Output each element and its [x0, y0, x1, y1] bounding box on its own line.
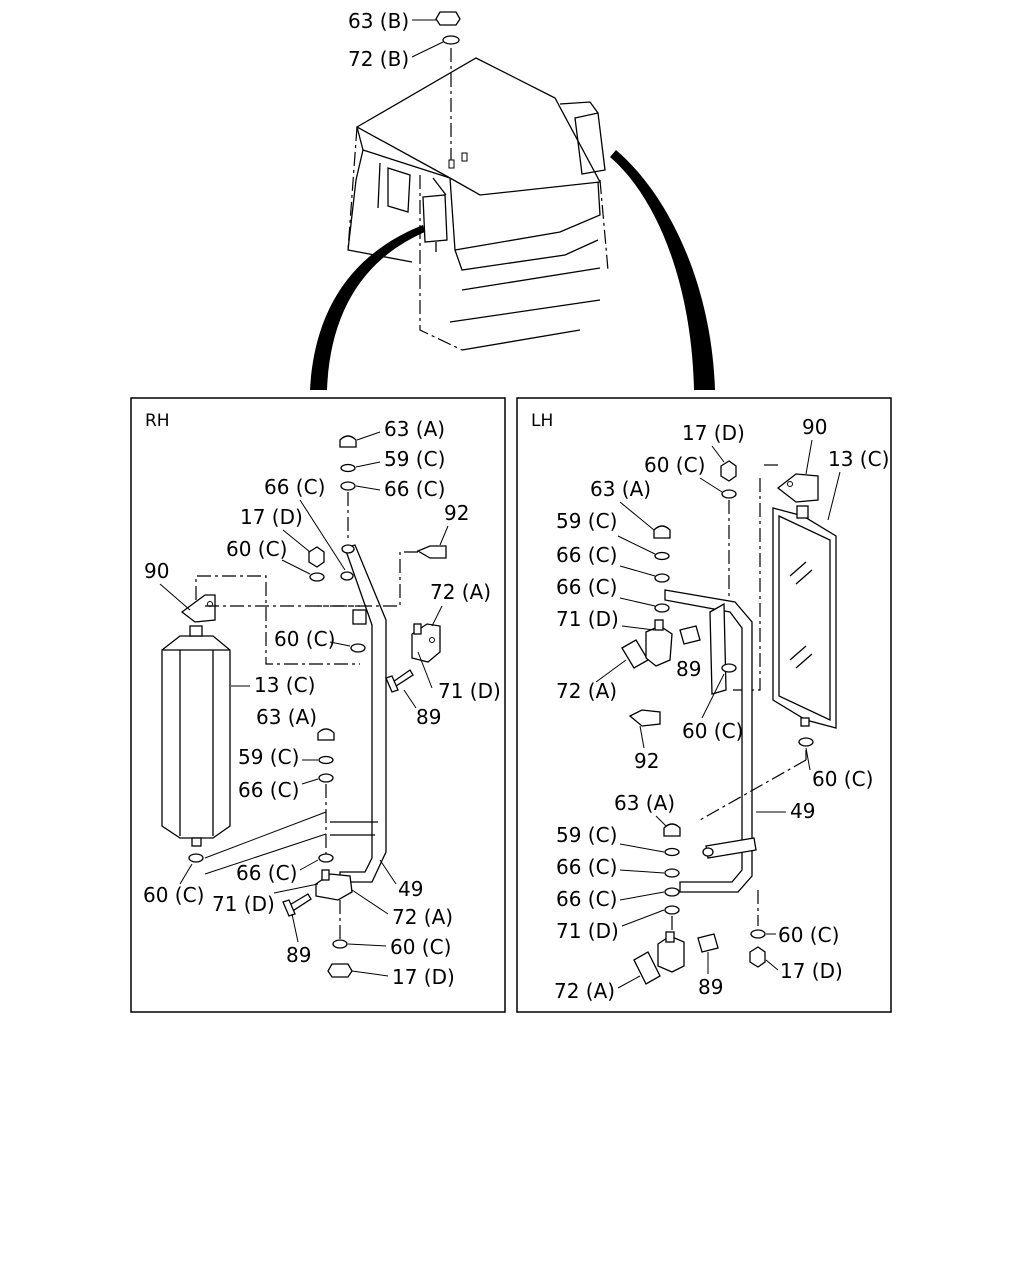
lh-label-13c: 13 (C)	[828, 447, 889, 471]
rh-label-66c-top-right: 66 (C)	[384, 477, 445, 501]
lh-label-59c-bot: 59 (C)	[556, 823, 617, 847]
rh-label-60c-top: 60 (C)	[226, 537, 287, 561]
lh-label-66c-top1: 66 (C)	[556, 543, 617, 567]
rh-label-63a-bot: 63 (A)	[256, 705, 317, 729]
rh-label-66c-bot2: 66 (C)	[236, 861, 297, 885]
lh-panel-frame	[516, 397, 892, 1013]
lh-label-72a-top: 72 (A)	[556, 679, 617, 703]
lh-label-66c-bot1: 66 (C)	[556, 855, 617, 879]
lh-label-17d-top: 17 (D)	[682, 421, 745, 445]
rh-label-71d-top: 71 (D)	[438, 679, 501, 703]
lh-connector-arc	[610, 150, 715, 390]
cab-overview	[347, 48, 609, 351]
rh-label-90: 90	[144, 559, 169, 583]
rh-panel-title: RH	[145, 411, 170, 431]
rh-label-89-bot: 89	[286, 943, 311, 967]
rh-panel-frame	[130, 397, 506, 1013]
lh-label-90: 90	[802, 415, 827, 439]
rh-label-17d-bot: 17 (D)	[392, 965, 455, 989]
washer-72b	[442, 35, 460, 45]
lh-panel-title: LH	[531, 411, 553, 431]
lh-label-71d-bot: 71 (D)	[556, 919, 619, 943]
lh-label-66c-top2: 66 (C)	[556, 575, 617, 599]
rh-label-13c: 13 (C)	[254, 673, 315, 697]
rh-label-66c-bot1: 66 (C)	[238, 778, 299, 802]
lh-label-72a-bot: 72 (A)	[554, 979, 615, 1003]
lh-label-89-bot: 89	[698, 975, 723, 999]
rh-mirror-assembly	[161, 435, 447, 978]
label-63b: 63 (B)	[348, 9, 409, 33]
lh-label-60c-bot: 60 (C)	[778, 923, 839, 947]
lh-label-60c-top: 60 (C)	[644, 453, 705, 477]
rh-label-17d-top: 17 (D)	[240, 505, 303, 529]
lh-mirror-assembly	[621, 460, 837, 985]
rh-label-59c-top: 59 (C)	[384, 447, 445, 471]
rh-label-89-top: 89	[416, 705, 441, 729]
rh-label-72a-bot: 72 (A)	[392, 905, 453, 929]
lh-label-60c-mid: 60 (C)	[682, 719, 743, 743]
lh-label-59c-top: 59 (C)	[556, 509, 617, 533]
rh-label-59c-bot: 59 (C)	[238, 745, 299, 769]
lh-label-63a-top: 63 (A)	[590, 477, 651, 501]
lh-label-92: 92	[634, 749, 659, 773]
label-72b: 72 (B)	[348, 47, 409, 71]
rh-label-71d-bot: 71 (D)	[212, 892, 275, 916]
lh-label-60c-right: 60 (C)	[812, 767, 873, 791]
lh-label-17d-bot: 17 (D)	[780, 959, 843, 983]
rh-label-66c-top-left: 66 (C)	[264, 475, 325, 499]
rh-label-63a-top: 63 (A)	[384, 417, 445, 441]
lh-label-66c-bot2: 66 (C)	[556, 887, 617, 911]
rh-label-60c-bot: 60 (C)	[390, 935, 451, 959]
lh-label-49: 49	[790, 799, 815, 823]
rh-label-60c-left: 60 (C)	[143, 883, 204, 907]
rh-connector-arc	[310, 225, 425, 390]
rh-label-49: 49	[398, 877, 423, 901]
lh-label-71d-top: 71 (D)	[556, 607, 619, 631]
lh-label-63a-bot: 63 (A)	[614, 791, 675, 815]
rh-label-60c-mid: 60 (C)	[274, 627, 335, 651]
lh-label-89-top: 89	[676, 657, 701, 681]
rh-label-72a-top: 72 (A)	[430, 580, 491, 604]
rh-label-92: 92	[444, 501, 469, 525]
hex-nut-63b	[435, 11, 461, 26]
